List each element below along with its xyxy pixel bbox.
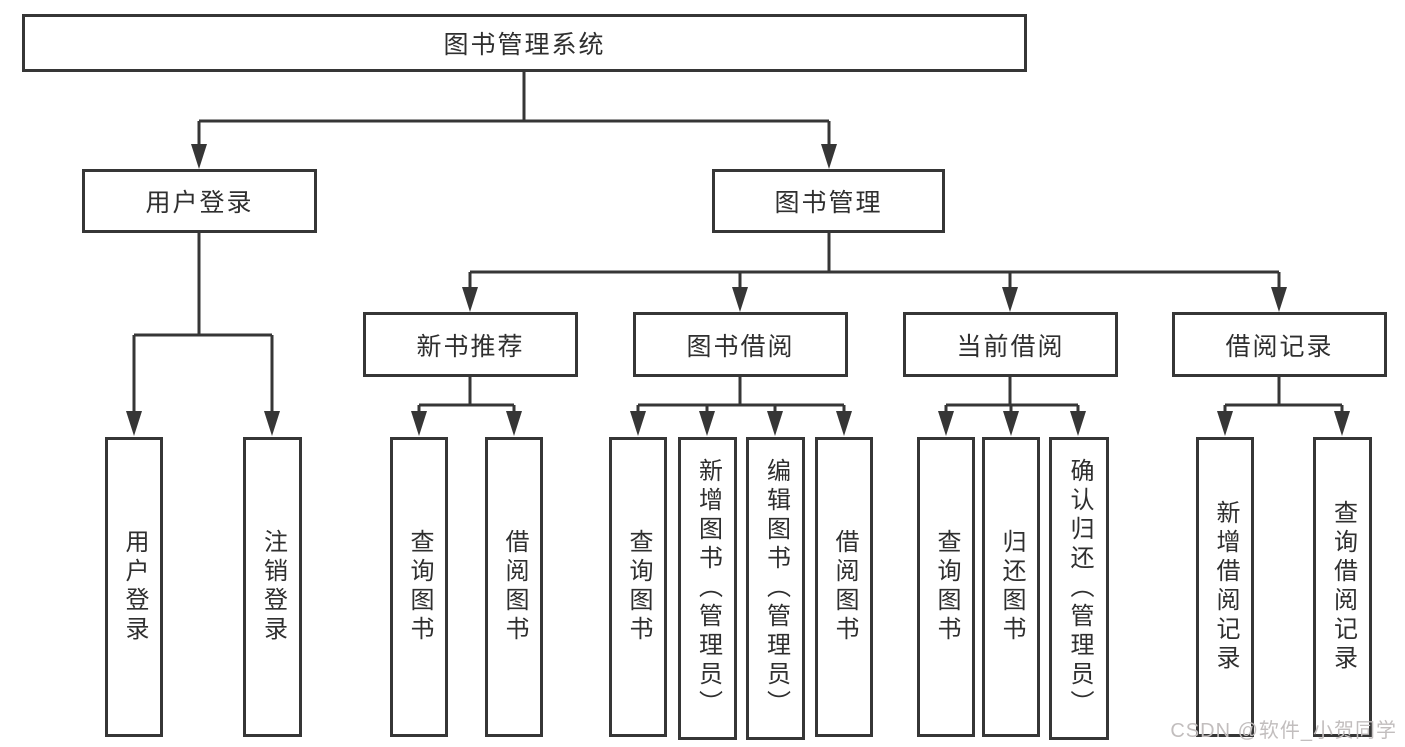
node-borrow-records: 借阅记录 [1172,312,1387,377]
leaf-return-book-label: 归还图书 [998,529,1025,645]
leaf-newbook-query: 查询图书 [390,437,448,737]
leaf-user-login: 用户登录 [105,437,163,737]
leaf-user-login-label: 用户登录 [121,529,148,645]
leaf-confirm-return-label: 确认归还（管理员） [1066,458,1093,719]
leaf-borrow-book-label: 借阅图书 [831,529,858,645]
arrowheads-book-borrow-children [630,411,852,436]
node-user-login-label: 用户登录 [145,189,254,217]
leaf-current-query-label: 查询图书 [933,529,960,645]
leaf-newbook-borrow: 借阅图书 [485,437,543,737]
leaf-borrow-book: 借阅图书 [815,437,873,737]
leaf-return-book: 归还图书 [982,437,1040,737]
leaf-borrow-query: 查询图书 [609,437,667,737]
node-borrow-records-label: 借阅记录 [1225,332,1334,361]
arrowheads-new-book-children [411,411,522,436]
node-root: 图书管理系统 [22,14,1027,72]
csdn-watermark: CSDN @软件_小贺同学 [1170,720,1397,742]
node-book-borrow-label: 图书借阅 [686,332,795,361]
arrowheads-current-borrow-children [938,411,1086,436]
leaf-newbook-query-label: 查询图书 [406,529,433,645]
arrowheads-level2 [191,144,837,169]
leaf-add-record: 新增借阅记录 [1196,437,1254,737]
connector-root-branch [197,72,831,146]
leaf-borrow-add-book: 新增图书（管理员） [678,437,737,740]
leaf-logout: 注销登录 [243,437,302,737]
leaf-borrow-edit-book-label: 编辑图书（管理员） [762,458,790,719]
leaf-borrow-query-label: 查询图书 [625,529,652,645]
leaf-borrow-edit-book: 编辑图书（管理员） [746,437,805,740]
node-book-mgmt-label: 图书管理 [774,189,883,217]
arrowheads-user-login-children [126,411,280,436]
leaf-query-record-label: 查询借阅记录 [1329,500,1357,674]
connector-book-mgmt-branch [468,233,1281,290]
leaf-current-query: 查询图书 [917,437,975,737]
leaf-add-record-label: 新增借阅记录 [1212,500,1239,674]
leaf-logout-label: 注销登录 [259,529,287,645]
node-root-label: 图书管理系统 [443,31,606,59]
leaf-confirm-return: 确认归还（管理员） [1049,437,1109,740]
connector-current-borrow-branch [944,377,1080,413]
arrowheads-level3 [462,287,1287,312]
node-new-book-rec-label: 新书推荐 [416,332,525,361]
leaf-borrow-add-book-label: 新增图书（管理员） [694,458,722,719]
leaf-newbook-borrow-label: 借阅图书 [501,529,528,645]
connector-new-book-branch [417,377,516,413]
node-book-borrow: 图书借阅 [633,312,848,377]
connector-user-login-branch [132,233,274,413]
connector-book-borrow-branch [636,377,846,413]
node-new-book-rec: 新书推荐 [363,312,578,377]
node-current-borrow: 当前借阅 [903,312,1118,377]
leaf-query-record: 查询借阅记录 [1313,437,1372,737]
arrowheads-records-children [1217,411,1350,436]
node-book-mgmt: 图书管理 [712,169,945,233]
node-user-login: 用户登录 [82,169,317,233]
connector-records-branch [1223,377,1344,413]
node-current-borrow-label: 当前借阅 [956,332,1065,361]
